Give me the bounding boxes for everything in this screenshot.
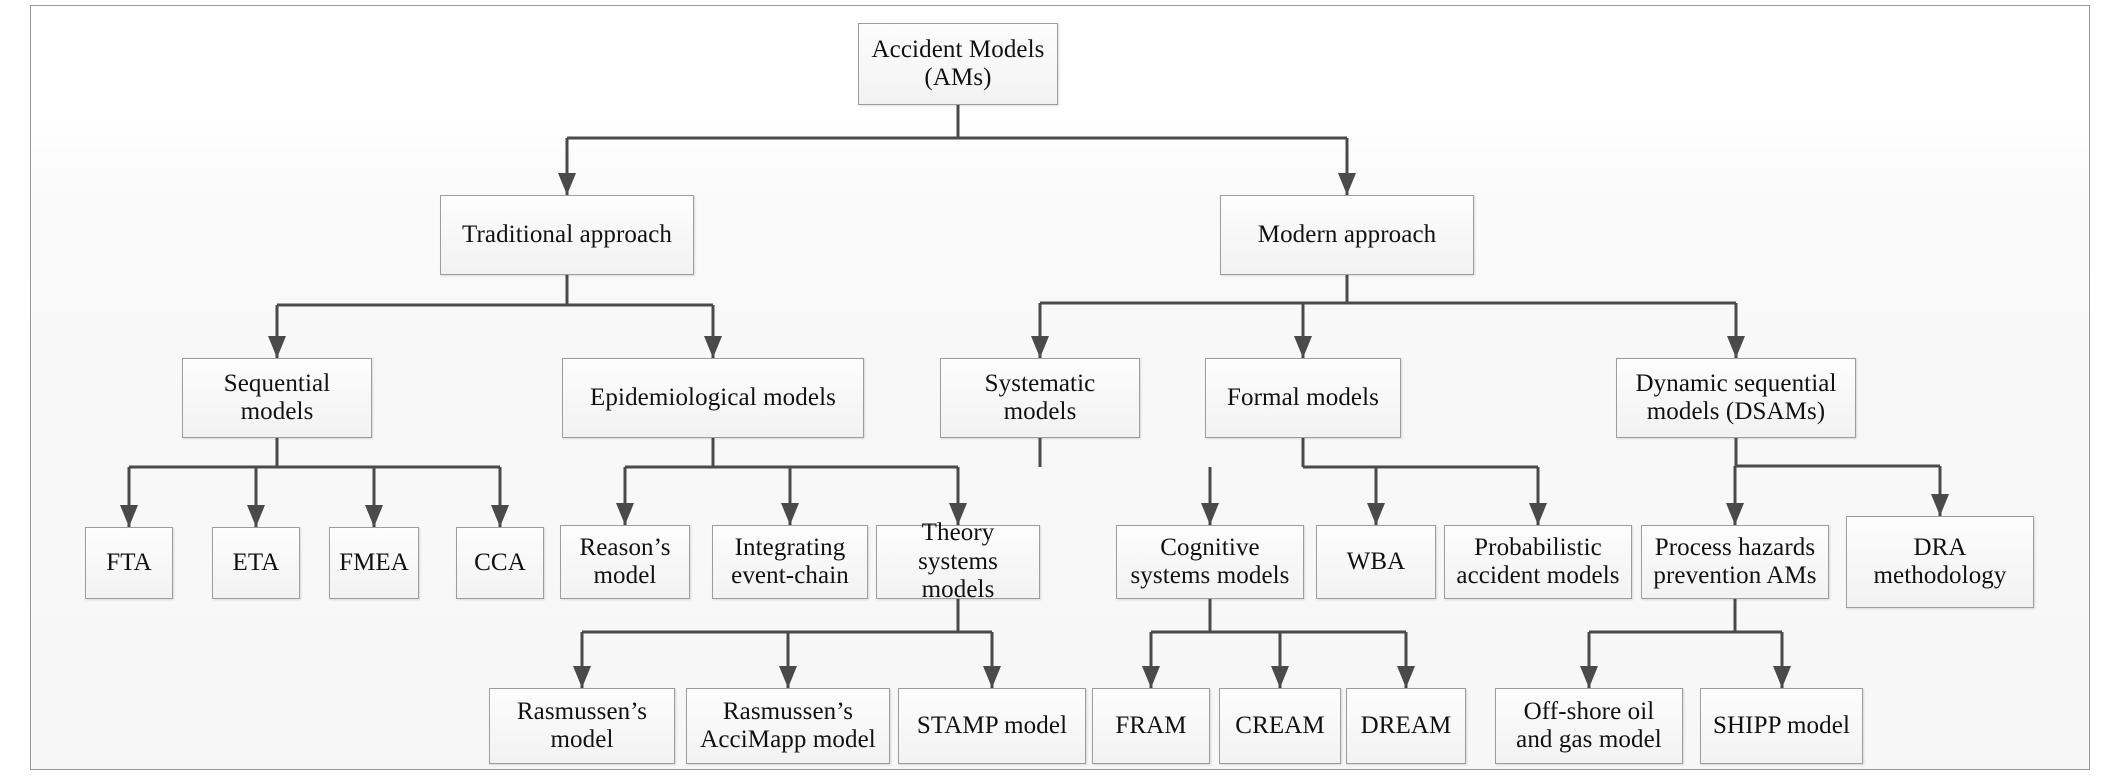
node-label: Modern approach (1257, 220, 1437, 248)
node-modern-approach[interactable]: Modern approach (1220, 195, 1474, 275)
node-dream[interactable]: DREAM (1346, 688, 1466, 764)
arrowhead-formal (1294, 336, 1312, 358)
arrowhead-fmea (365, 505, 383, 527)
node-label: STAMP model (916, 711, 1068, 739)
arrowhead-rasm (573, 666, 591, 688)
node-label: Epidemiological models (590, 383, 836, 411)
arrowhead-phaz (1726, 503, 1744, 525)
node-traditional-approach[interactable]: Traditional approach (440, 195, 694, 275)
node-stamp-model[interactable]: STAMP model (898, 688, 1086, 764)
arrowhead-reason (616, 503, 634, 525)
arrowhead-sys (1031, 336, 1049, 358)
arrowhead-epi (704, 336, 722, 358)
node-wba[interactable]: WBA (1316, 525, 1436, 599)
node-label: WBA (1346, 547, 1406, 575)
node-eta[interactable]: ETA (212, 527, 300, 599)
node-cca[interactable]: CCA (456, 527, 544, 599)
node-fmea[interactable]: FMEA (329, 527, 419, 599)
node-label: Systematic models (984, 369, 1096, 426)
node-label: SHIPP model (1712, 711, 1850, 739)
node-label: ETA (232, 548, 280, 576)
arrowhead-dsam (1727, 336, 1745, 358)
node-label: FRAM (1115, 711, 1187, 739)
node-label: FMEA (339, 548, 409, 576)
node-label: CCA (474, 548, 526, 576)
arrowhead-trad (558, 173, 576, 195)
node-formal-models[interactable]: Formal models (1205, 358, 1401, 438)
arrowhead-fta (120, 505, 138, 527)
arrowhead-cog (1201, 503, 1219, 525)
arrowhead-shipp (1773, 666, 1791, 688)
arrowhead-acci (779, 666, 797, 688)
node-fram[interactable]: FRAM (1092, 688, 1210, 764)
node-epidemiological-models[interactable]: Epidemiological models (562, 358, 864, 438)
arrowhead-fram (1142, 666, 1160, 688)
arrowhead-seq (268, 336, 286, 358)
arrowhead-cca (491, 505, 509, 527)
arrowhead-stamp (983, 666, 1001, 688)
node-label: DREAM (1360, 711, 1452, 739)
arrowhead-cream (1271, 666, 1289, 688)
arrowhead-dra (1931, 494, 1949, 516)
node-label: FTA (106, 548, 152, 576)
arrowhead-dream (1397, 666, 1415, 688)
node-systematic-models[interactable]: Systematic models (940, 358, 1140, 438)
node-cream[interactable]: CREAM (1219, 688, 1341, 764)
node-fta[interactable]: FTA (85, 527, 173, 599)
node-label: Sequential models (223, 369, 331, 426)
arrowhead-wba (1367, 503, 1385, 525)
node-accident-models-ams[interactable]: Accident Models(AMs) (858, 23, 1058, 105)
node-label: Traditional approach (461, 220, 673, 248)
arrowhead-offshore (1580, 666, 1598, 688)
arrowhead-integ (781, 503, 799, 525)
node-shipp-model[interactable]: SHIPP model (1700, 688, 1863, 764)
node-label: Accident Models(AMs) (871, 35, 1045, 92)
node-sequential-models[interactable]: Sequential models (182, 358, 372, 438)
node-label: CREAM (1235, 711, 1325, 739)
arrowhead-prob (1529, 503, 1547, 525)
node-label: Formal models (1227, 383, 1379, 411)
arrowhead-modern (1338, 173, 1356, 195)
arrowhead-eta (247, 505, 265, 527)
